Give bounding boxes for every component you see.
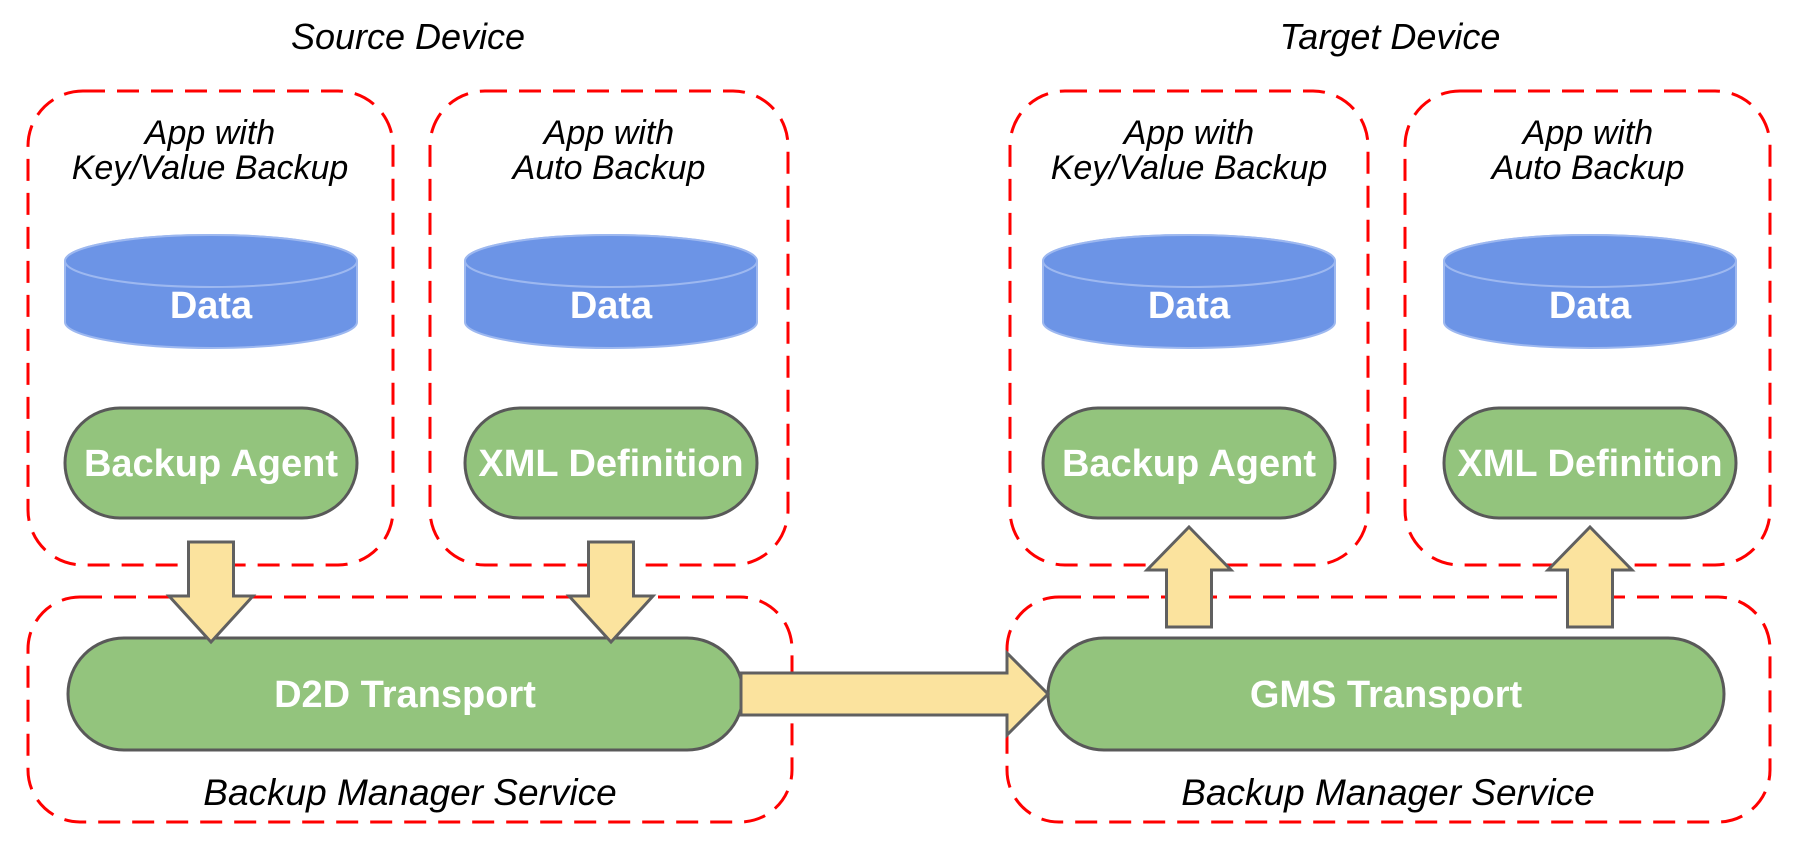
source-device-title: Source Device bbox=[291, 16, 525, 57]
source-app-auto-label-line2: Auto Backup bbox=[511, 149, 706, 187]
d2d-to-gms-arrow bbox=[739, 649, 1051, 739]
gms-transport-label: GMS Transport bbox=[1250, 674, 1523, 716]
cylinder-top bbox=[464, 234, 758, 288]
source-auto-down-arrow bbox=[565, 540, 657, 645]
target-backup-agent-label: Backup Agent bbox=[1062, 443, 1316, 485]
source-keyvalue-data-cylinder bbox=[64, 234, 358, 349]
target-app-keyvalue-box bbox=[1008, 89, 1370, 567]
source-device-section: Source Device App with Key/Value Backup … bbox=[26, 16, 794, 824]
target-auto-up-arrow bbox=[1544, 524, 1636, 629]
target-keyvalue-data-label: Data bbox=[1148, 285, 1231, 327]
target-app-auto-label-line1: App with bbox=[1521, 114, 1653, 152]
source-backup-manager-label: Backup Manager Service bbox=[203, 772, 616, 813]
target-keyvalue-data-cylinder bbox=[1042, 234, 1336, 349]
source-keyvalue-down-arrow bbox=[165, 540, 257, 645]
cylinder-top bbox=[1443, 234, 1737, 288]
target-xml-definition-pill bbox=[1442, 406, 1738, 520]
d2d-transport-label: D2D Transport bbox=[274, 674, 536, 716]
target-app-keyvalue-label-line2: Key/Value Backup bbox=[1051, 149, 1328, 187]
target-device-title: Target Device bbox=[1280, 16, 1501, 57]
target-auto-data-label: Data bbox=[1549, 285, 1632, 327]
source-backup-agent-label: Backup Agent bbox=[84, 443, 338, 485]
source-app-keyvalue-label-line1: App with bbox=[143, 114, 275, 152]
source-auto-data-label: Data bbox=[570, 285, 653, 327]
target-device-section: Target Device App with Key/Value Backup … bbox=[1005, 16, 1772, 824]
source-xml-definition-pill bbox=[463, 406, 759, 520]
target-app-keyvalue-label-line1: App with bbox=[1122, 114, 1254, 152]
flow-arrows bbox=[165, 524, 1636, 739]
target-auto-data-cylinder bbox=[1443, 234, 1737, 349]
target-backup-manager-label: Backup Manager Service bbox=[1181, 772, 1594, 813]
source-auto-data-cylinder bbox=[464, 234, 758, 349]
source-app-keyvalue-label-line2: Key/Value Backup bbox=[72, 149, 349, 187]
cylinder-top bbox=[64, 234, 358, 288]
source-app-auto-box bbox=[428, 89, 790, 567]
source-xml-definition-label: XML Definition bbox=[478, 443, 743, 485]
source-keyvalue-data-label: Data bbox=[170, 285, 253, 327]
cylinder-top bbox=[1042, 234, 1336, 288]
source-app-auto-label-line1: App with bbox=[542, 114, 674, 152]
target-backup-agent-pill bbox=[1041, 406, 1337, 520]
source-backup-agent-pill bbox=[63, 406, 359, 520]
target-xml-definition-label: XML Definition bbox=[1457, 443, 1722, 485]
target-app-auto-label-line2: Auto Backup bbox=[1490, 149, 1685, 187]
target-keyvalue-up-arrow bbox=[1143, 524, 1235, 629]
